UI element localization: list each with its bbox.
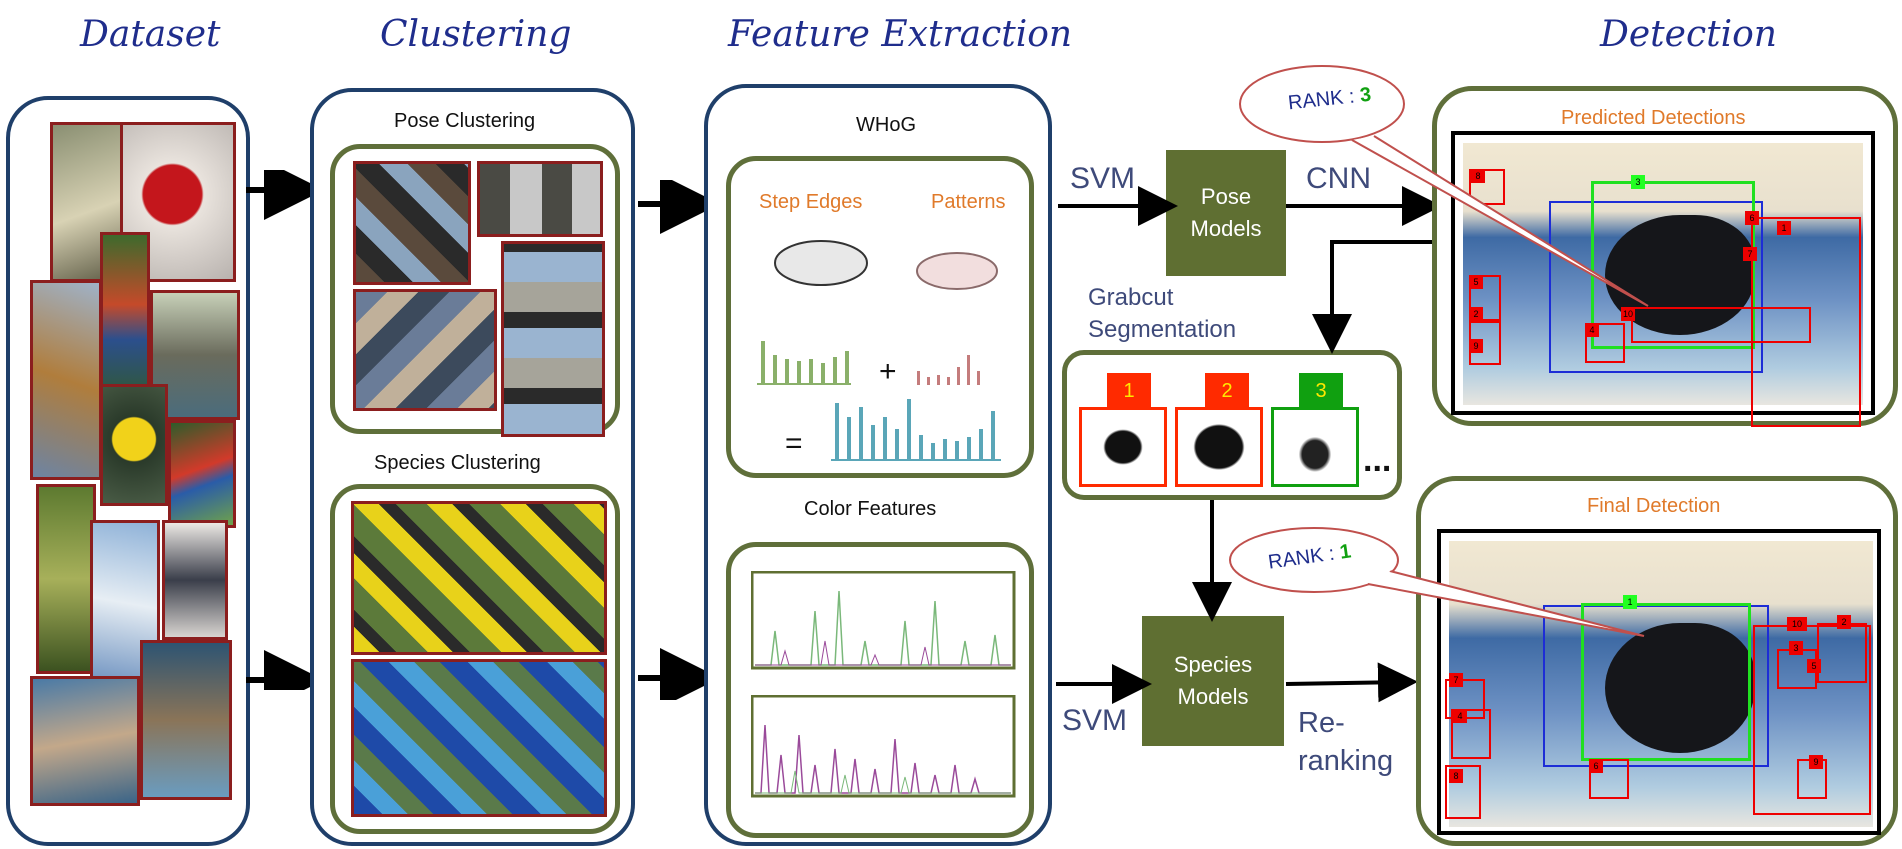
detection-tag: 6: [1589, 759, 1603, 773]
segment-ellipsis: ...: [1363, 441, 1392, 479]
dataset-photo: [50, 122, 132, 282]
step-edges-label: Step Edges: [759, 191, 863, 213]
final-detection-panel: Final Detection 1 10 2 3 5 7 4 6 9 8: [1416, 476, 1898, 846]
segment-mask-1: [1079, 407, 1167, 487]
red-box: [1469, 275, 1501, 321]
red-box: [1445, 765, 1481, 819]
dataset-panel: [6, 96, 250, 846]
dataset-photo: [140, 640, 232, 800]
detection-tag: 6: [1745, 211, 1759, 225]
detection-tag: 3: [1789, 641, 1803, 655]
red-box: [1631, 307, 1811, 343]
detection-tag: 5: [1807, 659, 1821, 673]
patterns-label: Patterns: [931, 191, 1006, 213]
bird-silhouette: [1605, 623, 1755, 753]
color-features-box: [726, 542, 1034, 838]
species-clustering-label: Species Clustering: [374, 452, 541, 474]
arrows-dataset-to-clustering: [246, 170, 312, 690]
species-models-label: Species Models: [1173, 652, 1253, 709]
pose-clustering-box: [330, 144, 620, 437]
svm-top-label: SVM: [1070, 162, 1136, 195]
green-box: [1581, 603, 1751, 761]
final-detection-image: 1 10 2 3 5 7 4 6 9 8: [1437, 529, 1881, 835]
whog-box: Step Edges Patterns + =: [726, 156, 1034, 478]
detection-tag: 3: [1631, 175, 1645, 189]
predicted-detections-title: Predicted Detections: [1561, 107, 1746, 129]
species-cluster-group: [351, 501, 607, 655]
clustering-panel: Pose Clustering Species Clustering: [310, 88, 635, 846]
heading-detection: Detection: [1600, 14, 1777, 55]
dataset-photo: [30, 280, 102, 480]
predicted-detections-panel: Predicted Detections 3 8 6 1 7 5 2 9 10 …: [1432, 86, 1898, 427]
blue-box: [1543, 605, 1769, 767]
dataset-photo: [36, 484, 96, 674]
dataset-photo: [30, 676, 140, 806]
detection-tag: 8: [1471, 169, 1485, 183]
whog-label: WHoG: [856, 114, 916, 136]
pose-models-box: Pose Models: [1166, 150, 1286, 276]
detection-tag: 5: [1469, 275, 1483, 289]
dataset-photo: [162, 520, 228, 640]
color-histogram-top: [751, 571, 1016, 670]
detection-tag: 8: [1449, 769, 1463, 783]
flow-arrows: [1056, 186, 1442, 704]
pose-clustering-label: Pose Clustering: [394, 110, 536, 132]
red-box: [1451, 709, 1491, 759]
red-box: [1469, 169, 1505, 205]
detection-tag: 10: [1621, 307, 1635, 321]
detection-tag: 4: [1585, 323, 1599, 337]
final-detection-title: Final Detection: [1587, 495, 1721, 517]
dataset-photo: [168, 420, 236, 528]
arrows-clustering-to-features: [638, 180, 710, 700]
segment-mask-2: [1175, 407, 1263, 487]
detection-tag: 9: [1809, 755, 1823, 769]
detection-tag: 7: [1743, 247, 1757, 261]
equals-sign: =: [785, 427, 803, 460]
predicted-detections-image: 3 8 6 1 7 5 2 9 10 4: [1451, 131, 1875, 427]
species-models-box: Species Models: [1142, 616, 1284, 746]
pose-models-label: Pose Models: [1190, 184, 1262, 241]
grabcut-segmentation-label: Grabcut Segmentation: [1088, 284, 1237, 343]
red-box: [1589, 759, 1629, 799]
heading-feature-extraction: Feature Extraction: [728, 14, 1073, 55]
detection-tag: 2: [1469, 307, 1483, 321]
detection-tag: 4: [1453, 709, 1467, 723]
segmentation-box: 1 2 3 ...: [1062, 350, 1402, 500]
segment-tag-1: 1: [1107, 373, 1151, 409]
blue-box: [1549, 201, 1763, 373]
rank-top-value: 3: [1358, 83, 1373, 107]
dataset-photo: [100, 384, 168, 506]
heading-dataset: Dataset: [80, 14, 221, 55]
pose-cluster-group: [353, 289, 497, 411]
color-histogram-bottom: [751, 695, 1016, 798]
segment-tag-2: 2: [1205, 373, 1249, 409]
segment-mask-3: [1271, 407, 1359, 487]
red-box: [1585, 323, 1625, 363]
detection-tag: 9: [1469, 339, 1483, 353]
rank-callout-top: [1239, 65, 1649, 307]
red-box: [1753, 625, 1871, 815]
heading-clustering: Clustering: [380, 14, 572, 55]
detection-tag: 1: [1623, 595, 1637, 609]
pose-cluster-group: [353, 161, 471, 285]
rank-callout-bottom: [1229, 527, 1645, 637]
feature-extraction-panel: WHoG Step Edges Patterns + =: [704, 84, 1052, 846]
pose-cluster-group: [501, 241, 605, 437]
detection-tag: 10: [1787, 617, 1807, 631]
detection-tag: 2: [1837, 615, 1851, 629]
species-cluster-group: [351, 659, 607, 817]
species-clustering-box: [330, 484, 620, 834]
plus-sign: +: [879, 355, 897, 388]
detection-tag: 7: [1449, 673, 1463, 687]
svm-bottom-label: SVM: [1062, 704, 1128, 737]
detection-tag: 1: [1777, 221, 1791, 235]
red-box: [1751, 217, 1861, 427]
pose-cluster-group: [477, 161, 603, 237]
whog-illustration: + =: [757, 240, 1001, 461]
cnn-label: CNN: [1306, 162, 1371, 195]
segment-tag-3: 3: [1299, 373, 1343, 409]
reranking-label: Re- ranking: [1298, 707, 1394, 777]
color-features-label: Color Features: [804, 498, 937, 520]
green-box: [1591, 181, 1755, 349]
